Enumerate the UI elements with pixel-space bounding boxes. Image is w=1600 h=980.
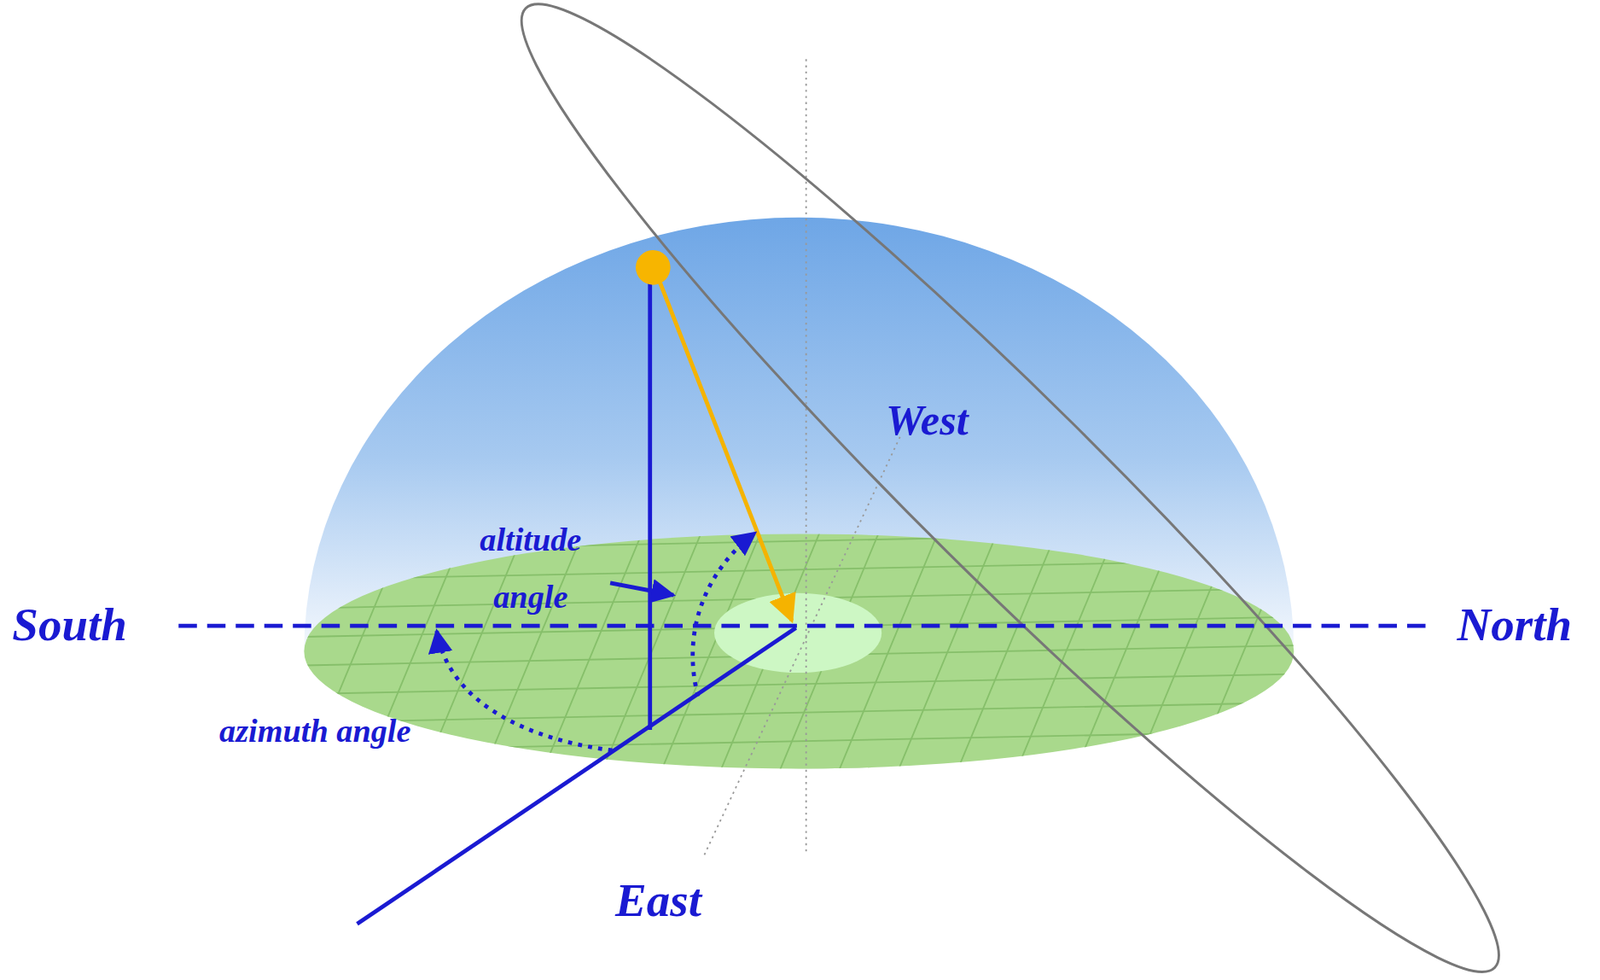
- direction-label: West: [885, 395, 969, 445]
- grid-line: [296, 702, 1307, 723]
- grid-line: [296, 530, 1307, 552]
- west-east-axis: [704, 436, 901, 856]
- sun-spot: [714, 593, 882, 673]
- sun-orbit: [462, 0, 1559, 980]
- south-north-line: [178, 623, 1431, 629]
- grid-line: [296, 558, 1307, 580]
- grid-line: [296, 673, 1307, 694]
- angle-label: azimuth angle: [219, 712, 411, 751]
- altitude-arc: [692, 532, 756, 696]
- grid-line: [296, 759, 1307, 780]
- direction-label: North: [1457, 597, 1573, 652]
- direction-label: East: [615, 872, 702, 926]
- sun: [635, 250, 671, 286]
- grid-line: [1250, 530, 1354, 776]
- vertical-projection: [647, 270, 652, 730]
- grid-line: [1192, 530, 1295, 776]
- grid-line: [481, 530, 584, 776]
- grid-line: [954, 530, 1058, 776]
- ground-grid: [244, 530, 1354, 780]
- angle-label: altitude angle: [448, 510, 612, 625]
- altitude-pointer: [610, 582, 674, 595]
- grid-line: [1014, 530, 1118, 776]
- grid-line: [1073, 530, 1176, 776]
- east-line: [357, 627, 797, 924]
- grid-line: [422, 530, 525, 776]
- sun-ray-arrow: [657, 277, 792, 621]
- direction-label: South: [11, 597, 128, 652]
- azimuth-arc: [436, 630, 613, 751]
- grid-line: [296, 730, 1307, 751]
